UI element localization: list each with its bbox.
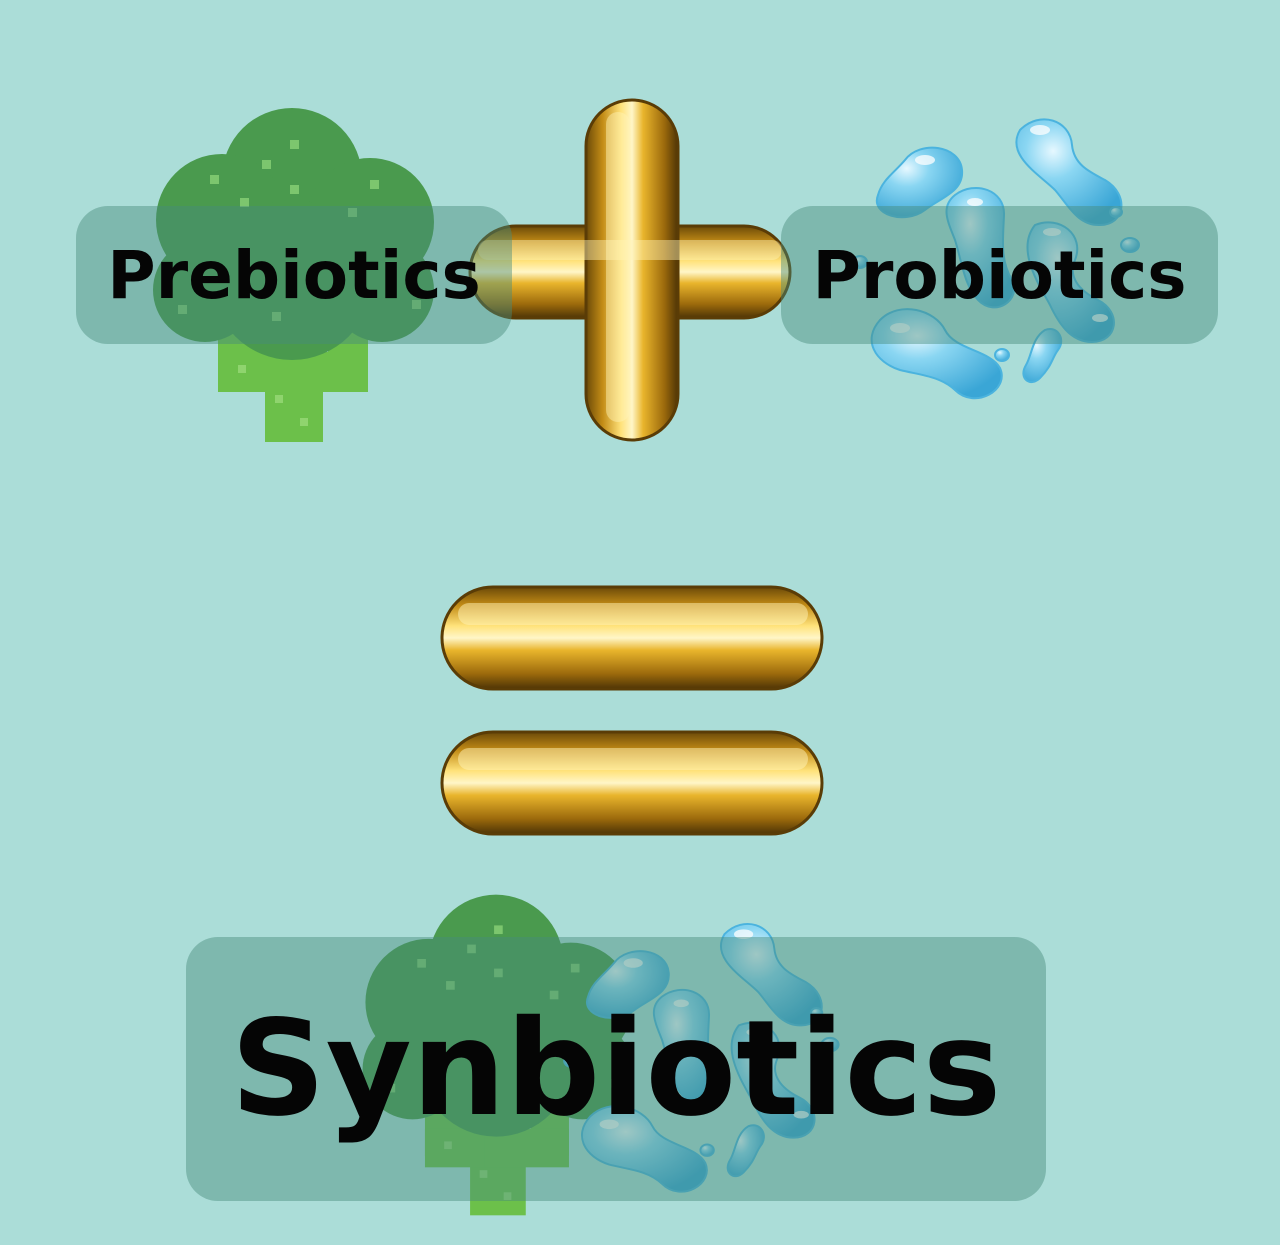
prebiotics-label-box: Prebiotics <box>76 206 512 344</box>
plus-sign-icon <box>468 98 792 442</box>
synbiotics-label-box: Synbiotics <box>186 937 1046 1201</box>
probiotics-label-box: Probiotics <box>781 206 1218 344</box>
prebiotics-label: Prebiotics <box>107 236 481 314</box>
probiotics-label: Probiotics <box>812 236 1187 314</box>
equals-sign-icon <box>440 585 824 836</box>
synbiotics-label: Synbiotics <box>230 992 1002 1146</box>
